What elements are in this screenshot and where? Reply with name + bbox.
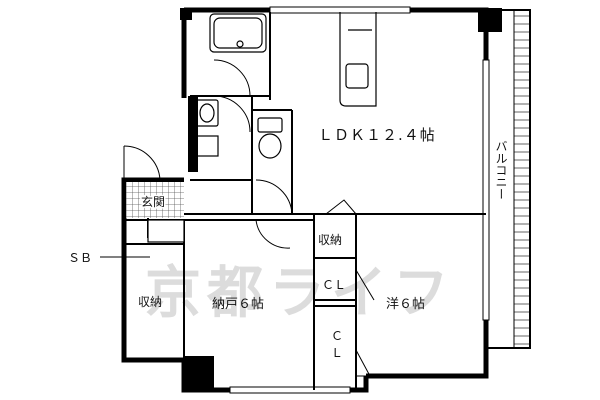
room-label-closet-lower-c: Ｃ	[331, 329, 343, 343]
wall-columns	[180, 8, 502, 392]
room-label-closet-lower-l: Ｌ	[331, 346, 343, 360]
watermark: 京都ライフ	[145, 261, 455, 326]
room-label-storage-left: 収納	[138, 295, 162, 309]
room-label-storeroom: 納戸６帖	[212, 297, 264, 312]
washbasin	[195, 99, 219, 157]
room-label-balcony: バルコニー	[494, 140, 508, 200]
toilet	[257, 117, 283, 159]
shoe-box-label: ＳＢ	[68, 251, 92, 265]
entrance-tile	[126, 182, 184, 218]
room-label-western: 洋６帖	[386, 297, 425, 312]
kitchen-counter	[339, 12, 377, 107]
balcony	[485, 9, 531, 349]
room-label-closet-upper: ＣＬ	[322, 278, 346, 292]
balcony-hatching	[514, 15, 530, 345]
room-label-entrance: 玄関	[141, 194, 165, 209]
door-swings	[123, 59, 375, 377]
room-label-storage-center: 収納	[318, 233, 342, 247]
shoe-box	[147, 219, 185, 243]
room-label-ldk: ＬＤＫ１２.４帖	[318, 126, 436, 144]
windows	[229, 6, 490, 394]
bathtub	[209, 13, 267, 53]
